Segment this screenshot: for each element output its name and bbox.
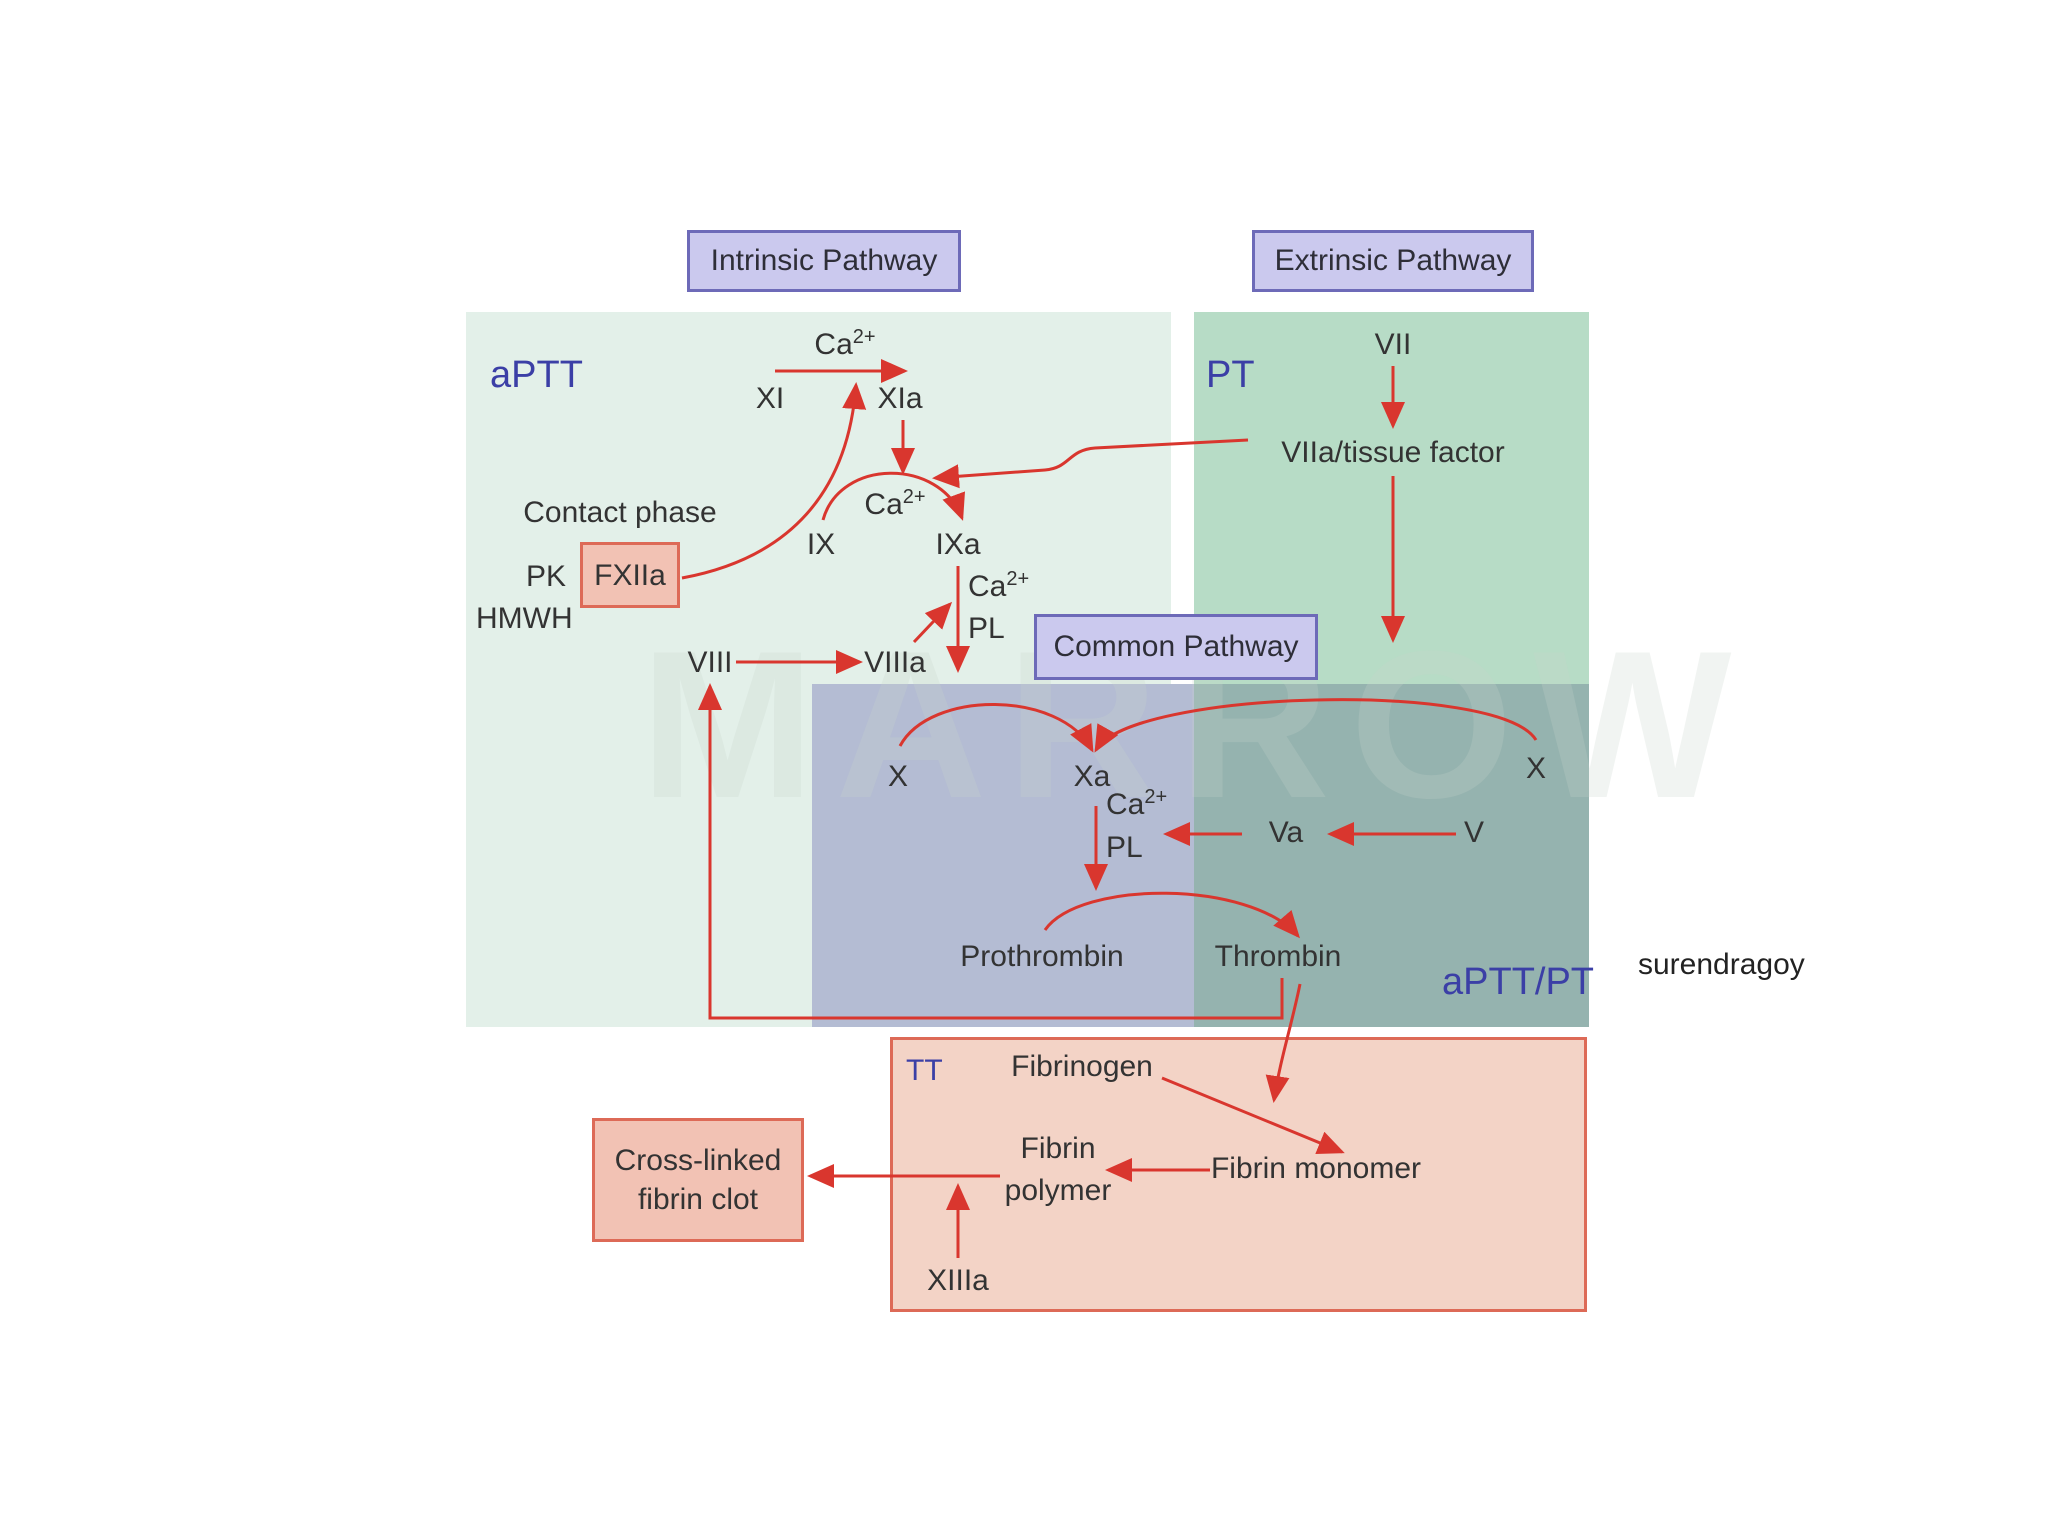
factor-viii-label: VIII xyxy=(687,646,733,679)
phospholipid-label: PL xyxy=(1106,831,1143,864)
thrombin-label: Thrombin xyxy=(1214,940,1342,973)
factor-xi-label: XI xyxy=(755,382,785,415)
extrinsic-pathway-header: Extrinsic Pathway xyxy=(1252,230,1534,292)
factor-xiiia-label: XIIIa xyxy=(927,1264,989,1297)
fibrinogen-label: Fibrinogen xyxy=(1011,1050,1153,1083)
aptt-pt-zone-label: aPTT/PT xyxy=(1442,961,1595,1003)
factor-v-label: V xyxy=(1463,816,1485,849)
factor-viiia-label: VIIIa xyxy=(864,646,926,679)
factor-xa-label: Xa xyxy=(1073,760,1111,793)
hmwk-label: HMWH xyxy=(476,602,573,635)
intrinsic-pathway-header: Intrinsic Pathway xyxy=(687,230,961,292)
factor-vii-label: VII xyxy=(1374,328,1412,361)
factor-ix-label: IX xyxy=(806,528,836,561)
pt-zone-label: PT xyxy=(1206,354,1255,396)
viia-tissue-factor-label: VIIa/tissue factor xyxy=(1281,436,1505,469)
calcium-label: Ca2+ xyxy=(968,568,1030,603)
factor-x-right-label: X xyxy=(1525,752,1547,785)
fibrin-polymer-label: polymer xyxy=(1004,1174,1112,1207)
calcium-label: Ca2+ xyxy=(1106,786,1168,821)
factor-va-label: Va xyxy=(1268,816,1304,849)
tt-zone-label: TT xyxy=(906,1054,943,1087)
prekallikrein-label: PK xyxy=(525,560,566,593)
factor-xia-label: XIa xyxy=(877,382,923,415)
calcium-label: Ca2+ xyxy=(864,486,926,521)
fxiia-box: FXIIa xyxy=(580,542,680,608)
author-credit: surendragoy xyxy=(1638,948,1805,981)
phospholipid-label: PL xyxy=(968,612,1005,645)
cross-linked-fibrin-clot-box: Cross-linked fibrin clot xyxy=(592,1118,804,1242)
fibrin-polymer-label: Fibrin xyxy=(1020,1132,1096,1165)
common-pathway-header: Common Pathway xyxy=(1034,614,1318,680)
factor-x-left-label: X xyxy=(887,760,909,793)
aptt-zone-label: aPTT xyxy=(490,354,583,396)
calcium-label: Ca2+ xyxy=(814,326,876,361)
contact-phase-label: Contact phase xyxy=(523,496,717,529)
fibrin-monomer-label: Fibrin monomer xyxy=(1210,1152,1422,1185)
prothrombin-label: Prothrombin xyxy=(960,940,1124,973)
factor-ixa-label: IXa xyxy=(935,528,981,561)
